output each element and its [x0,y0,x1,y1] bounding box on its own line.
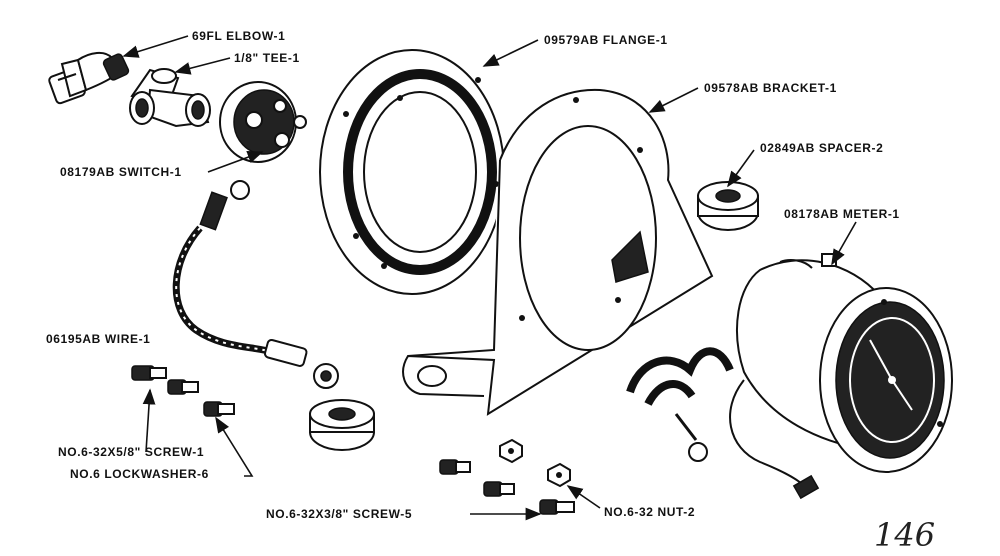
label-wire: 06195AB WIRE-1 [46,332,150,346]
screw-5-8-part [131,365,167,381]
elbow-part [48,52,130,105]
label-meter: 08178AB METER-1 [784,207,900,221]
spacer-part-bottom [309,399,375,451]
nut-parts [499,438,571,488]
meter-part [626,253,953,500]
spacer-part-top [697,181,759,231]
label-switch: 08179AB SWITCH-1 [60,165,182,179]
label-nut: NO.6-32 NUT-2 [604,505,695,519]
wire-part [172,180,339,389]
label-elbow: 69FL ELBOW-1 [192,29,285,43]
screw-3-8-parts [439,459,575,515]
label-tee: 1/8" TEE-1 [234,51,300,65]
lockwasher-part-2 [203,401,235,417]
label-bracket: 09578AB BRACKET-1 [704,81,837,95]
label-screw-3-8: NO.6-32X3/8" SCREW-5 [266,507,412,521]
label-lockwasher: NO.6 LOCKWASHER-6 [70,467,209,481]
bracket-part [402,88,714,416]
tee-part [129,68,211,128]
label-spacer: 02849AB SPACER-2 [760,141,883,155]
label-flange: 09579AB FLANGE-1 [544,33,668,47]
label-screw-5-8: NO.6-32X5/8" SCREW-1 [58,445,204,459]
lockwasher-part [167,379,199,395]
page-number: 146 [874,516,935,554]
leader-lines [122,35,857,521]
switch-part [219,81,307,163]
flange-part [319,49,505,295]
